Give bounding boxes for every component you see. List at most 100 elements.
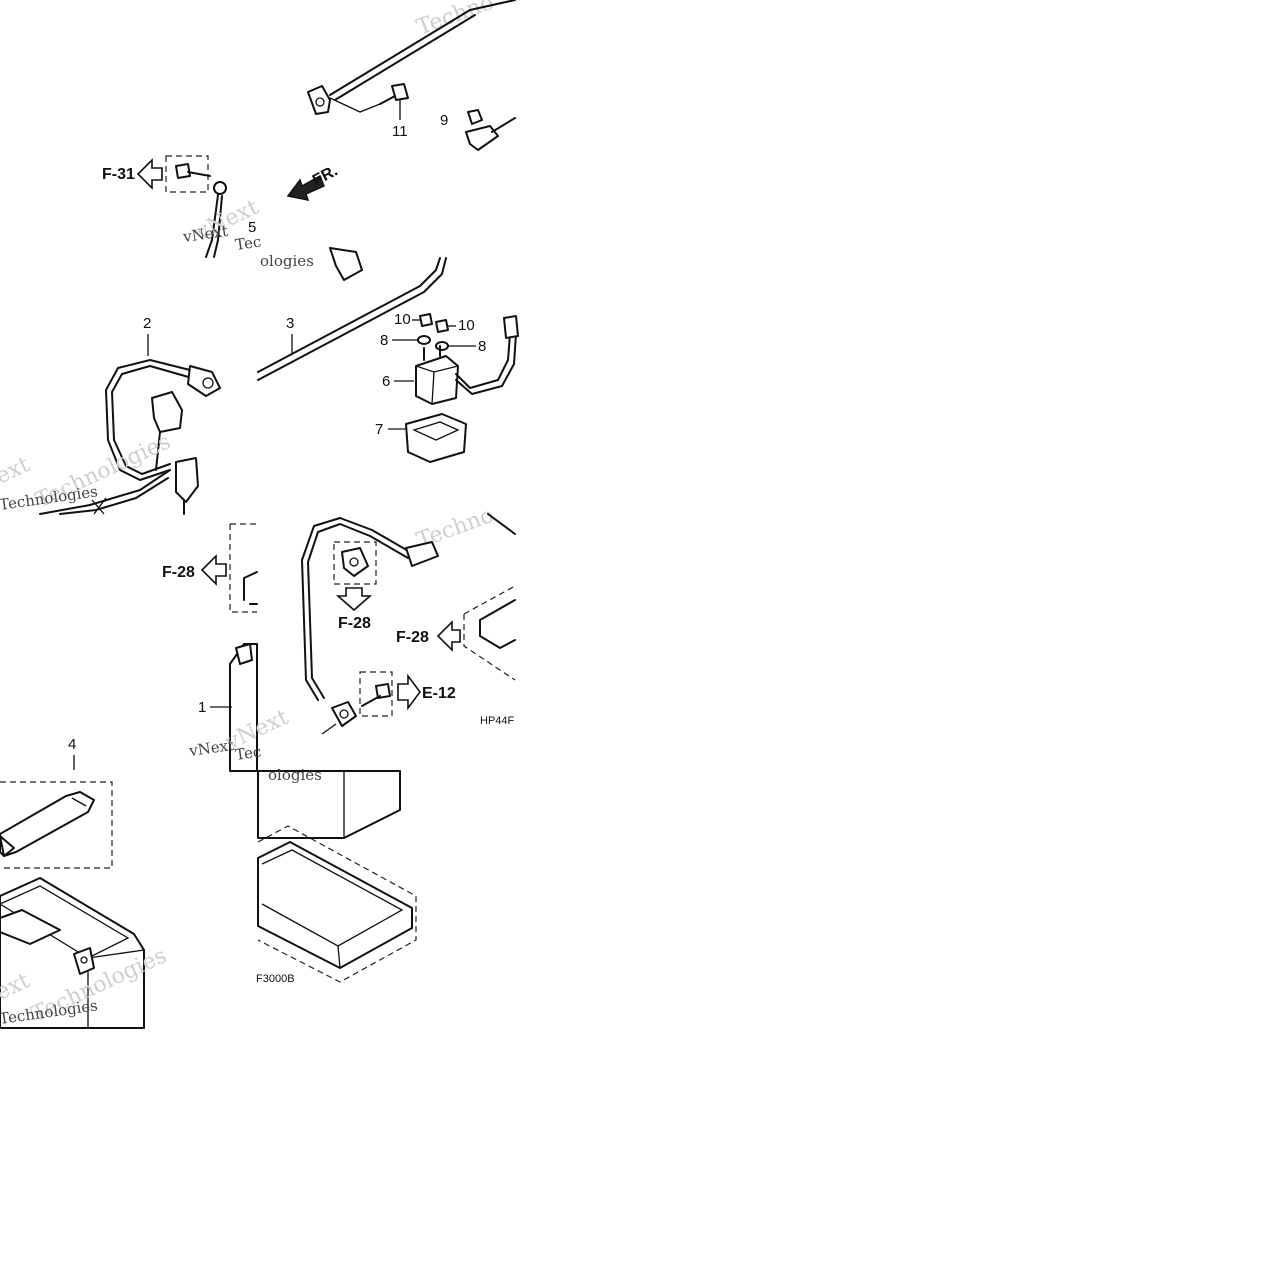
nut — [435, 319, 449, 333]
battery-terminal — [73, 947, 95, 975]
callout-10: 10 — [394, 311, 411, 328]
ref-f28: F-28 — [396, 629, 429, 646]
clip — [341, 547, 369, 577]
harness-wire — [105, 359, 191, 481]
leader-line — [321, 723, 337, 735]
washer — [417, 335, 431, 345]
tile-bottom-left: 4 ext Technologies Technologies — [0, 736, 171, 1029]
battery-band — [0, 791, 95, 857]
callout-3: 3 — [286, 315, 294, 332]
relay-cover-opening — [412, 421, 460, 441]
bolt-shank — [361, 695, 381, 707]
cable — [213, 195, 223, 258]
cable — [257, 257, 441, 373]
watermark-text: Tec — [234, 233, 262, 254]
callout-6: 6 — [382, 373, 390, 390]
cable — [329, 0, 516, 96]
cable-terminal — [405, 541, 439, 567]
callout-2: 2 — [143, 315, 151, 332]
relay-post — [423, 345, 441, 361]
diagram-code: F3000B — [256, 973, 295, 985]
ref-arrow-icon — [436, 620, 461, 652]
cable-terminal — [307, 85, 331, 115]
cable — [491, 117, 516, 133]
watermark-text: ologies — [268, 766, 322, 784]
callout-8: 8 — [380, 332, 388, 349]
ref-arrow-icon — [335, 587, 373, 612]
washer — [435, 341, 449, 351]
ref-box — [0, 781, 113, 869]
terminal-cover — [329, 247, 363, 281]
watermark-text: vNext — [187, 736, 235, 760]
ref-e12: E-12 — [422, 685, 456, 702]
relay-cover — [405, 413, 467, 463]
battery-cable — [307, 523, 409, 699]
ref-arrow-icon — [397, 673, 421, 711]
cable-edge — [334, 14, 476, 101]
tile-bottom-center: ologies F3000B — [256, 766, 417, 985]
callout-1: 1 — [198, 699, 206, 716]
callout-10: 10 — [458, 317, 475, 334]
clip-hole — [349, 557, 359, 567]
harness-wire — [155, 431, 161, 471]
callout-5: 5 — [248, 219, 256, 236]
cut-mark — [91, 497, 107, 515]
tile-mid-center: 3 10 10 8 8 6 7 — [257, 257, 519, 463]
terminal-screw — [80, 956, 88, 964]
tray-inner — [261, 849, 404, 947]
battery-cable — [301, 517, 431, 701]
cable — [487, 513, 516, 535]
ref-arrow-icon — [136, 158, 163, 190]
harness-wire — [111, 365, 193, 475]
battery-terminal — [235, 643, 253, 665]
relay-wire — [455, 333, 517, 395]
relay-wire — [455, 333, 511, 389]
watermark-text: vNext — [181, 222, 229, 246]
terminal-hole — [339, 709, 349, 719]
terminal — [465, 125, 499, 151]
callout-11: 11 — [392, 123, 408, 140]
battery-vent — [0, 909, 61, 945]
ref-box — [359, 671, 393, 717]
band-hook — [0, 835, 15, 857]
nut — [467, 109, 483, 125]
harness-wire — [39, 469, 171, 515]
ref-box — [463, 585, 516, 681]
leader-line — [329, 97, 381, 113]
watermark-text: ologies — [260, 252, 314, 270]
terminal-cover — [151, 391, 183, 433]
tile-lower-left: F-28 1 vNext vNext Tec — [162, 523, 292, 772]
watermark-text: ext — [0, 452, 34, 489]
callout-7: 7 — [375, 421, 383, 438]
nut — [419, 313, 433, 327]
ref-box — [229, 523, 257, 613]
bolt-shank — [379, 95, 396, 105]
battery-lower — [257, 770, 401, 839]
callout-8: 8 — [478, 338, 486, 355]
battery-tray — [257, 841, 413, 969]
terminal-hole — [315, 97, 325, 107]
watermark-text: Tec — [234, 743, 262, 764]
ref-f28: F-28 — [338, 615, 371, 632]
relay-edge — [415, 365, 459, 405]
tile-lower-center: Techno F-28 F-28 E-12 HP44F — [301, 503, 516, 735]
bolt-shank — [187, 171, 211, 177]
ref-arrow-icon — [200, 554, 227, 586]
tray-edge — [479, 599, 516, 649]
bolt-head — [175, 163, 191, 179]
bolt-head — [391, 83, 409, 101]
connector-pin — [202, 377, 214, 389]
starter-relay — [415, 355, 459, 405]
tile-mid-left: 2 ext Technologies Technologies — [0, 315, 221, 515]
callout-4: 4 — [68, 736, 76, 753]
diagram-code: HP44F — [480, 715, 515, 727]
ref-box — [257, 825, 417, 983]
terminal-cover — [175, 457, 199, 503]
ref-f28: F-28 — [162, 564, 195, 581]
harness-wire — [59, 477, 169, 515]
cable — [257, 257, 447, 381]
connector — [503, 315, 519, 339]
callout-9: 9 — [440, 112, 448, 129]
tray-edge — [243, 571, 258, 605]
